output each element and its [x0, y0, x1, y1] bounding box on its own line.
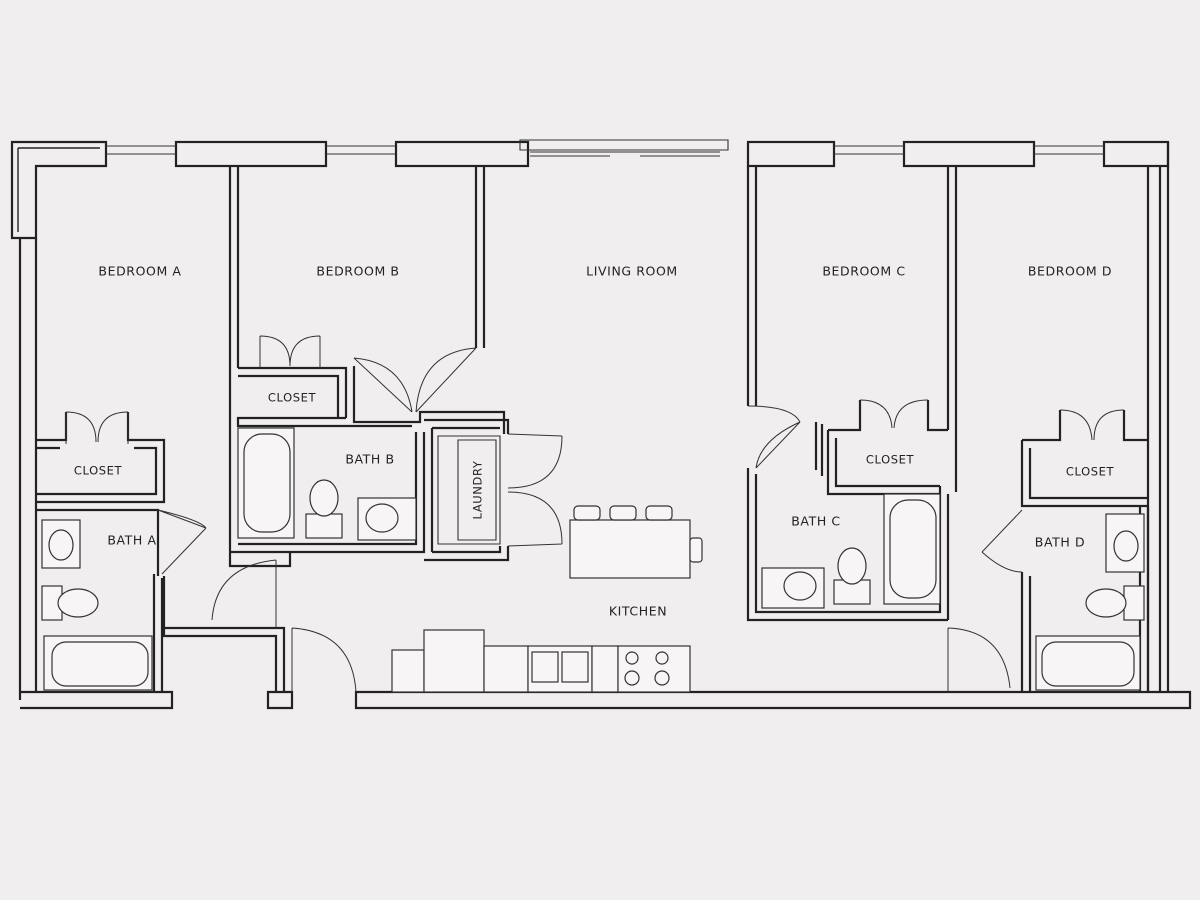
bath-a-fixtures — [41, 519, 153, 691]
label-bath-b: BATH B — [345, 452, 394, 467]
label-bedroom-d: BEDROOM D — [1028, 264, 1112, 279]
fixtures — [41, 427, 1145, 693]
label-bedroom-a: BEDROOM A — [98, 264, 181, 279]
label-closet-b: CLOSET — [268, 391, 317, 405]
label-closet-c: CLOSET — [866, 453, 915, 467]
doors — [65, 335, 1125, 693]
label-bath-a: BATH A — [107, 533, 156, 548]
bath-d-fixtures — [1035, 513, 1145, 691]
label-laundry: LAUNDRY — [471, 460, 485, 519]
label-bedroom-c: BEDROOM C — [822, 264, 905, 279]
kitchen-counter — [391, 629, 691, 693]
label-living-room: LIVING ROOM — [586, 264, 678, 279]
exterior-walls — [10, 139, 1192, 710]
bath-b-fixtures — [237, 427, 417, 541]
label-closet-d: CLOSET — [1066, 465, 1115, 479]
interior-walls — [36, 166, 1150, 692]
bath-c-fixtures — [761, 493, 941, 609]
label-bedroom-b: BEDROOM B — [316, 264, 399, 279]
label-kitchen: KITCHEN — [609, 604, 667, 619]
kitchen-island — [569, 505, 703, 579]
label-bath-c: BATH C — [791, 514, 841, 529]
label-closet-a: CLOSET — [74, 464, 123, 478]
room-labels: BEDROOM A BEDROOM B LIVING ROOM BEDROOM … — [74, 264, 1115, 619]
label-bath-d: BATH D — [1035, 535, 1085, 550]
